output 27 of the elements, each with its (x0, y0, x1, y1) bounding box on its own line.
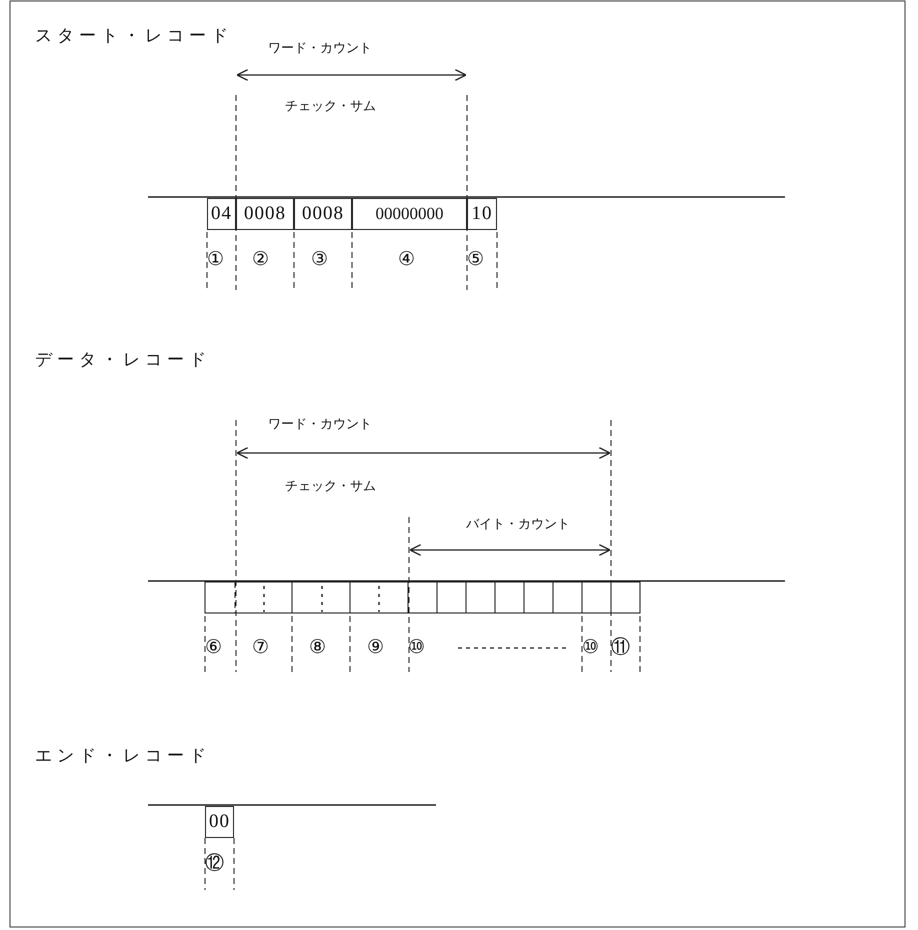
dimension-label: バイト・カウント (466, 518, 570, 531)
callout-number: ⑩ (582, 638, 600, 657)
callout-number: ② (252, 250, 270, 269)
callout-number: ⑦ (252, 638, 270, 657)
dimension-label: ワード・カウント (268, 418, 372, 431)
section-heading: スタート・レコード (35, 28, 233, 45)
record-field: 00 (205, 806, 234, 838)
section-heading: データ・レコード (35, 352, 211, 369)
dimension-label: ワード・カウント (268, 42, 372, 55)
callout-number: ① (207, 250, 224, 269)
callout-number: ⑨ (367, 638, 384, 657)
callout-number: ⑤ (467, 250, 484, 269)
record-field: 04 (207, 198, 236, 230)
record-field: 00000000 (352, 198, 467, 230)
record-field: 10 (467, 198, 497, 230)
section-heading: エンド・レコード (35, 748, 211, 765)
record-field: 0008 (236, 198, 294, 230)
callout-number: ④ (398, 250, 416, 269)
callout-number: ⑫ (205, 854, 224, 873)
callout-number: ⑩ (408, 638, 426, 657)
callout-number: ⑥ (205, 638, 222, 657)
dimension-label: チェック・サム (285, 480, 376, 493)
callout-number: ③ (311, 250, 328, 269)
dimension-label: チェック・サム (285, 100, 376, 113)
record-field: 0008 (294, 198, 352, 230)
callout-number: ⑪ (611, 638, 630, 657)
callout-number: ⑧ (309, 638, 326, 657)
